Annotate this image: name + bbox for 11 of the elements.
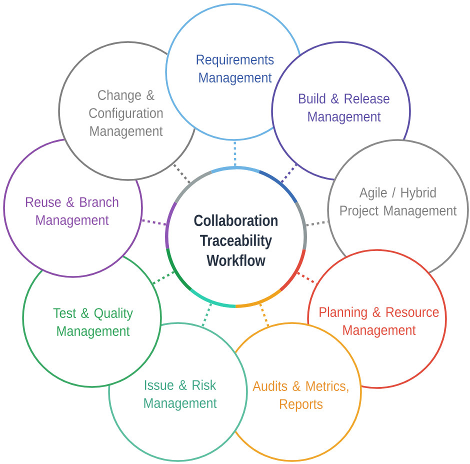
dotted-connector (306, 220, 328, 226)
node-label: Agile / Hybrid Project Management (340, 187, 457, 218)
dotted-connector (234, 140, 236, 166)
dotted-connector (297, 272, 318, 285)
dotted-connector (142, 219, 166, 226)
dotted-connector (172, 163, 190, 184)
dotted-connector (280, 164, 298, 184)
dotted-connector (201, 303, 212, 327)
node-label: Change & Configuration Management (89, 90, 163, 139)
dotted-connector (259, 304, 270, 327)
dotted-connector (152, 270, 174, 285)
